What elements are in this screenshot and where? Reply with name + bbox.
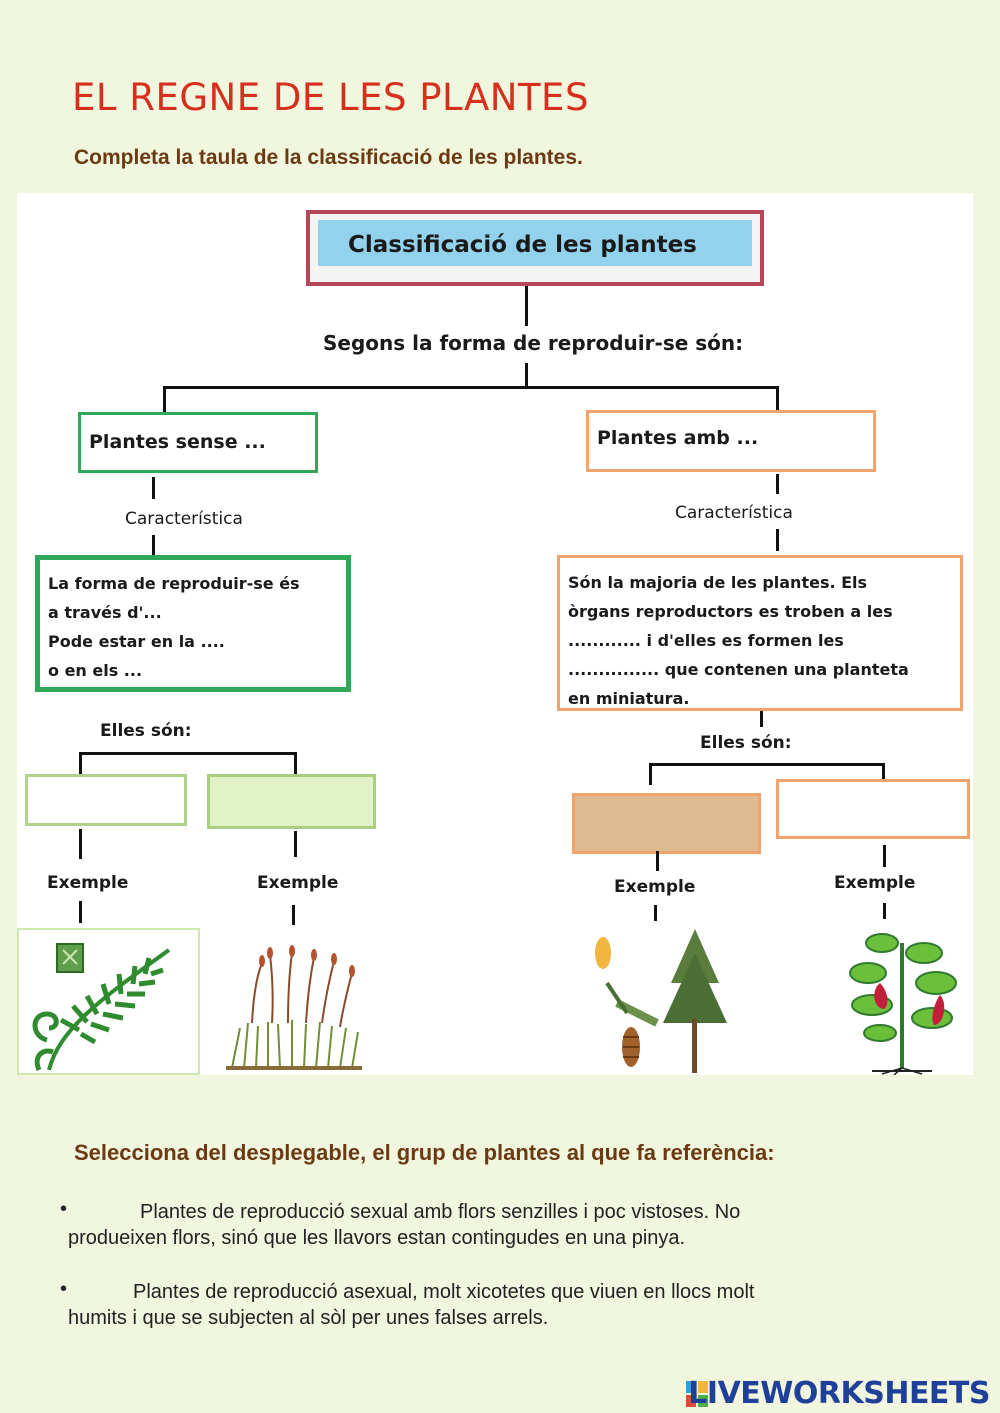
question-line: produeixen flors, sinó que les llavors e… <box>68 1227 686 1249</box>
connector <box>883 903 886 919</box>
connector <box>776 474 779 494</box>
connector <box>760 711 763 727</box>
classification-diagram: Classificació de les plantes Segons la f… <box>17 193 973 1075</box>
question-line: Plantes de reproducció asexual, molt xic… <box>133 1281 755 1303</box>
connector <box>152 535 155 555</box>
connector <box>649 763 885 766</box>
connector <box>525 363 528 388</box>
left-char-line: a través d'... <box>48 603 162 622</box>
connector <box>152 477 155 499</box>
left-example-label-1: Exemple <box>47 873 129 893</box>
connector <box>883 845 886 867</box>
connector <box>79 901 82 923</box>
connector <box>79 752 297 755</box>
right-kinds-label: Elles són: <box>700 733 792 753</box>
left-char-line: Pode estar en la .... <box>48 632 225 651</box>
right-example-label-1: Exemple <box>614 877 696 897</box>
liveworksheets-logo-icon <box>686 1381 708 1407</box>
connector <box>294 831 297 857</box>
question-line: humits i que se subjecten al sòl per une… <box>68 1307 549 1329</box>
right-char-line: ............... que contenen una plantet… <box>568 660 909 679</box>
left-characteristic-box: La forma de reproduir-se és a través d'.… <box>35 555 351 692</box>
left-heading: Plantes sense ... <box>89 431 266 453</box>
right-char-line: òrgans reproductors es troben a les <box>568 602 893 621</box>
connector <box>292 905 295 925</box>
connector <box>776 386 779 412</box>
criterion-label: Segons la forma de reproduir-se són: <box>323 331 744 355</box>
fern-image <box>17 928 200 1075</box>
left-kind-input-1[interactable] <box>25 774 187 826</box>
pine-icon <box>595 929 727 1073</box>
root-box: Classificació de les plantes <box>306 210 764 286</box>
questions-title: Selecciona del desplegable, el grup de p… <box>74 1140 775 1165</box>
brand-logo[interactable]: LIVEWORKSHEETS <box>688 1376 990 1411</box>
page-subtitle: Completa la taula de la classificació de… <box>74 146 583 169</box>
connector <box>656 851 659 871</box>
right-char-line: Són la majoria de les plantes. Els <box>568 573 868 592</box>
right-kind-input-2[interactable] <box>776 779 970 839</box>
right-characteristic-box: Són la majoria de les plantes. Els òrgan… <box>557 555 963 711</box>
connector <box>163 386 166 412</box>
bullet-icon: • <box>60 1198 68 1220</box>
right-char-line: en miniatura. <box>568 689 690 708</box>
left-char-label: Característica <box>125 509 243 529</box>
connector <box>79 752 82 774</box>
connector <box>882 763 885 779</box>
left-example-label-2: Exemple <box>257 873 339 893</box>
right-char-label: Característica <box>675 503 793 523</box>
bullet-icon: • <box>60 1278 68 1300</box>
left-kind-input-2[interactable] <box>207 774 376 829</box>
connector <box>294 752 297 774</box>
connector <box>79 829 82 859</box>
left-char-line: o en els ... <box>48 661 143 680</box>
root-label: Classificació de les plantes <box>318 220 752 266</box>
right-kind-input-1[interactable] <box>572 793 761 854</box>
page-title: EL REGNE DE LES PLANTES <box>72 76 589 119</box>
connector <box>776 529 779 551</box>
left-char-line: La forma de reproduir-se és <box>48 574 300 593</box>
connector <box>654 905 657 921</box>
fern-icon <box>32 943 171 1071</box>
connector <box>649 763 652 785</box>
connector <box>525 286 528 326</box>
right-heading: Plantes amb ... <box>597 427 759 449</box>
right-heading-box: Plantes amb ... <box>586 410 876 472</box>
connector <box>163 386 779 389</box>
right-char-line: ............ i d'elles es formen les <box>568 631 844 650</box>
pepper-plant-icon <box>849 933 957 1075</box>
right-example-label-2: Exemple <box>834 873 916 893</box>
question-line: Plantes de reproducció sexual amb flors … <box>140 1201 741 1223</box>
left-heading-box: Plantes sense ... <box>78 412 318 473</box>
left-kinds-label: Elles són: <box>100 721 192 741</box>
moss-icon <box>226 945 362 1070</box>
